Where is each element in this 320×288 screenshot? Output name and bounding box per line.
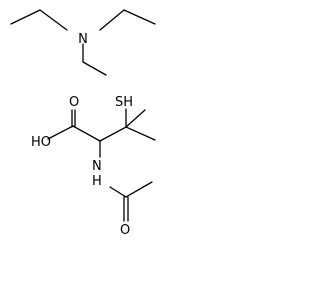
bond-carbonyl-c-methyl xyxy=(125,181,153,198)
amide-nitrogen-label: N xyxy=(92,159,102,174)
bond-n-ethyl-right-ch2 xyxy=(99,9,125,31)
structure-canvas: N HO O SH N H O xyxy=(10,9,156,238)
amide-oxygen-label: O xyxy=(120,223,130,238)
bond-carboxyl-c-alpha-c xyxy=(72,125,101,142)
bond-nh-carbonyl-c xyxy=(109,186,127,198)
hydroxyl-label: HO xyxy=(31,135,51,150)
bond-quaternary-c-methyl-top xyxy=(125,109,146,128)
chemical-structure-drawing: N HO O SH N H O xyxy=(10,9,156,238)
amide-hydrogen-label: H xyxy=(92,174,102,189)
carboxyl-oxygen-label: O xyxy=(69,95,79,110)
bond-ethyl-bottom-ch2-ch3 xyxy=(82,61,107,76)
bond-ethyl-left-ch3-ch2 xyxy=(10,9,41,25)
thiol-label: SH xyxy=(115,95,133,110)
bond-carboxyl-c-oh xyxy=(47,125,74,140)
acetylpenicillamine-molecule: HO O SH N H O xyxy=(31,95,156,238)
bond-ethyl-right-ch2-ch3 xyxy=(123,9,156,25)
nitrogen-atom-label: N xyxy=(78,32,88,47)
bond-ethyl-left-ch2-n xyxy=(39,9,68,31)
bond-alpha-c-quaternary-c xyxy=(99,126,127,142)
bond-quaternary-c-methyl-right xyxy=(125,126,156,141)
triethylamine-molecule: N xyxy=(10,9,156,76)
